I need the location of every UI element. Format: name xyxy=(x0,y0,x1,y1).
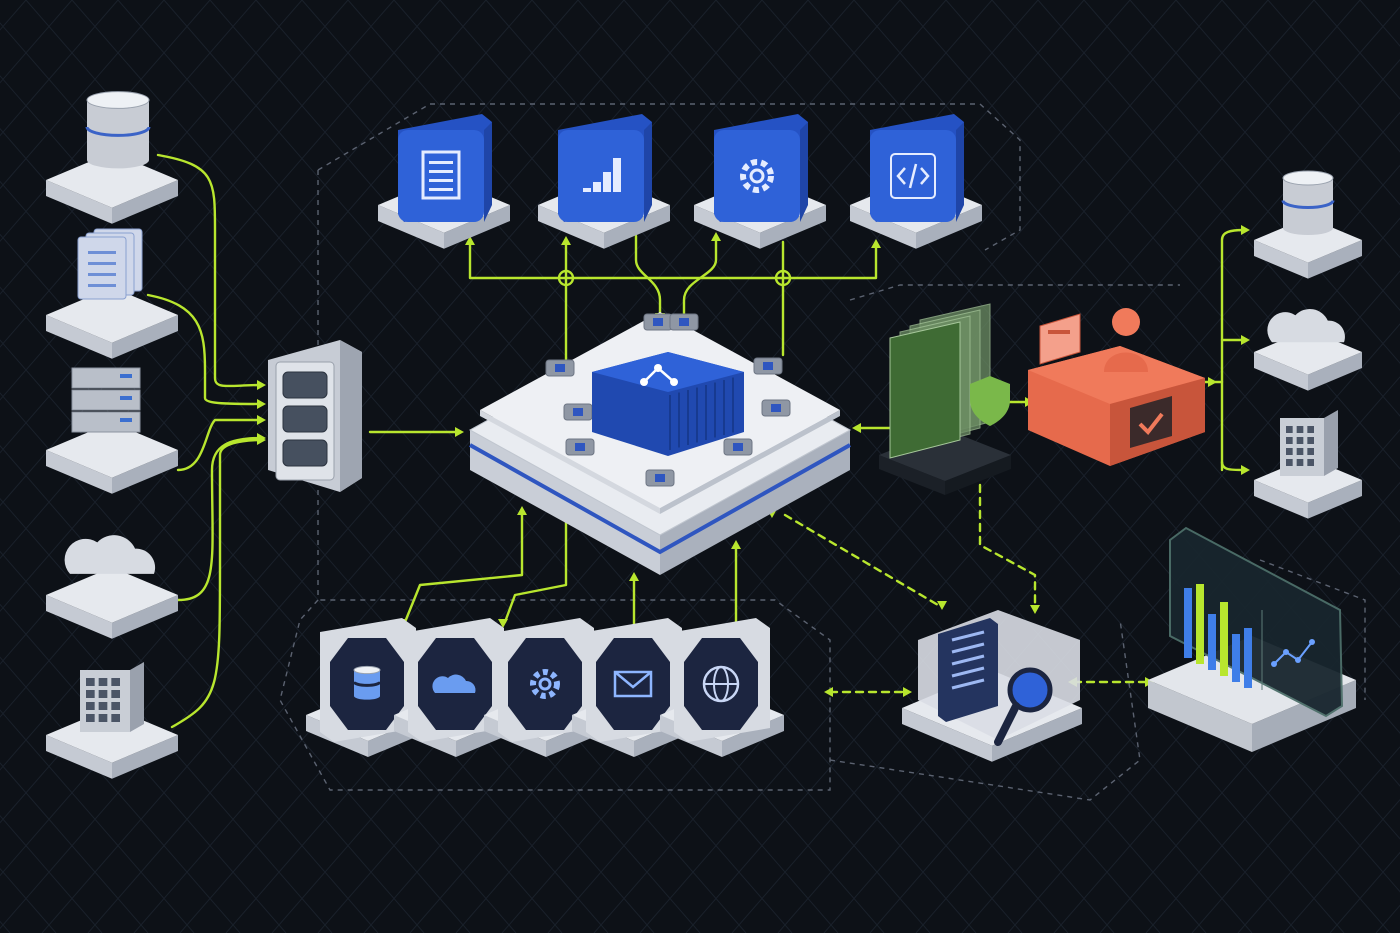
globe-icon xyxy=(684,638,758,730)
service-tile xyxy=(572,618,696,758)
source-tile xyxy=(46,367,178,494)
destination-systems xyxy=(1254,170,1362,519)
analytics-dashboard-tile xyxy=(1148,526,1356,752)
service-tile xyxy=(660,618,784,758)
gear-icon xyxy=(508,638,582,730)
person-at-desk-icon xyxy=(1028,308,1205,466)
source-tile xyxy=(46,535,178,639)
office-building-icon xyxy=(80,662,144,732)
module-tile xyxy=(538,114,670,249)
source-systems xyxy=(46,91,178,779)
document-search-icon xyxy=(938,618,1053,746)
source-tile xyxy=(46,662,178,779)
module-tile xyxy=(850,114,982,249)
dashed-boundaries xyxy=(279,103,1366,801)
destination-tile xyxy=(1254,170,1362,279)
cloud-icon xyxy=(64,535,156,574)
service-tile xyxy=(306,618,430,758)
cloud-icon xyxy=(418,638,492,730)
server-rack-icon xyxy=(71,367,141,433)
module-tile xyxy=(694,114,826,249)
module-tile xyxy=(378,114,510,249)
bar-chart-icon xyxy=(558,114,652,222)
analytics-dashboard-icon xyxy=(1169,526,1344,718)
database-icon xyxy=(330,638,404,730)
central-hub xyxy=(468,312,852,575)
shield-icon xyxy=(889,303,1010,459)
bottom-services xyxy=(306,618,784,758)
office-building-icon xyxy=(1280,410,1338,476)
ingestion-gateway xyxy=(268,340,362,492)
gear-icon xyxy=(714,114,808,222)
envelope-icon xyxy=(596,638,670,730)
cloud-icon xyxy=(1267,309,1345,343)
destination-tile xyxy=(1254,410,1362,519)
share-nodes-icon xyxy=(592,352,744,456)
top-modules xyxy=(378,114,982,249)
review-station xyxy=(1028,308,1205,466)
code-brackets-icon xyxy=(870,114,964,222)
ingestion-gateway-icon xyxy=(268,340,362,492)
document-search-tile xyxy=(902,610,1082,762)
service-tile xyxy=(394,618,518,758)
document-stack-icon xyxy=(77,228,143,300)
source-tile xyxy=(46,228,178,359)
database-icon xyxy=(85,91,151,169)
destination-tile xyxy=(1254,309,1362,391)
security-panel xyxy=(879,303,1011,495)
source-tile xyxy=(46,91,178,224)
database-icon xyxy=(1281,170,1335,235)
document-lines-icon xyxy=(398,114,492,222)
